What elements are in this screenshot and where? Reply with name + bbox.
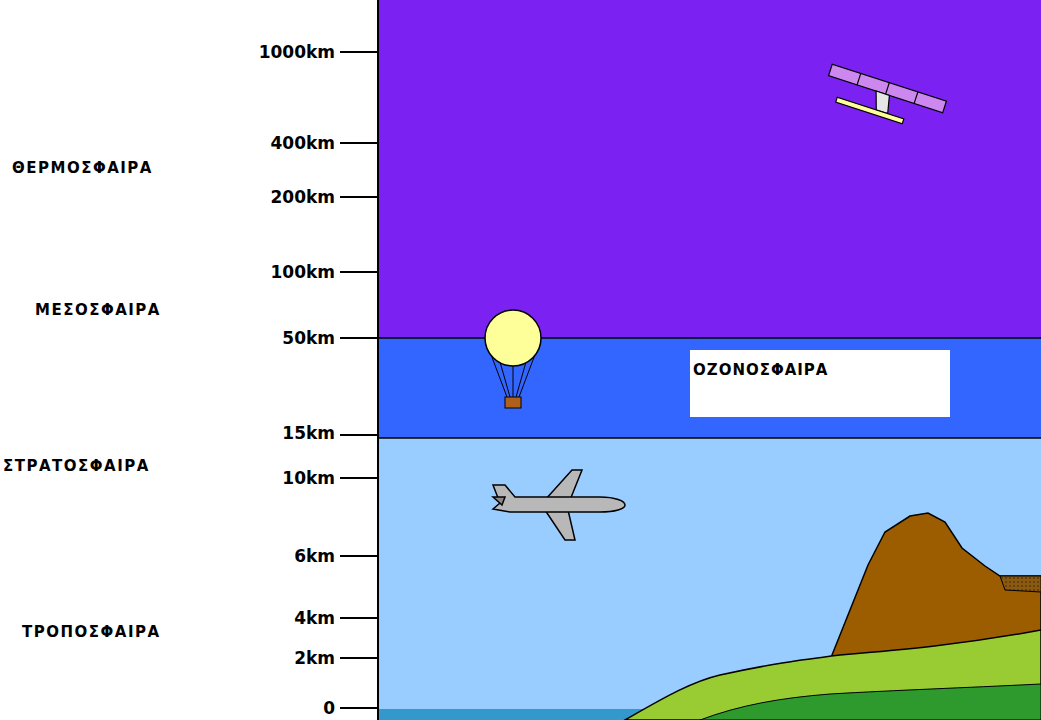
ozone-band	[378, 338, 1041, 438]
altitude-label: 15km	[282, 425, 335, 442]
band-border	[378, 437, 1041, 439]
altitude-label: 100km	[270, 264, 335, 281]
layer-name: ΘΕΡΜΟΣΦΑΙΡΑ	[12, 161, 153, 176]
troposphere-band	[378, 438, 1041, 720]
hills	[625, 630, 1041, 720]
altitude-label: 2km	[294, 650, 335, 667]
lowland	[700, 684, 1041, 720]
altitude-label: 4km	[294, 610, 335, 627]
airplane	[493, 470, 625, 540]
layer-name: ΤΡΟΠΟΣΦΑΙΡΑ	[22, 625, 161, 640]
altitude-label: 10km	[282, 470, 335, 487]
band-border	[378, 337, 1041, 339]
altitude-label: 0	[323, 700, 335, 717]
axis-line	[377, 0, 379, 720]
satellite	[821, 64, 946, 134]
altitude-label: 200km	[270, 189, 335, 206]
plateau	[1000, 576, 1041, 592]
altitude-label: 6km	[294, 548, 335, 565]
altitude-label: 400km	[270, 135, 335, 152]
altitude-label: 50km	[282, 330, 335, 347]
layer-name: ΣΤΡΑΤΟΣΦΑΙΡΑ	[3, 459, 150, 474]
thermosphere-band	[378, 0, 1041, 338]
layer-name: ΟΖΟΝΟΣΦΑΙΡΑ	[693, 363, 828, 378]
ozone-layer-box: ΟΖΟΝΟΣΦΑΙΡΑ	[690, 350, 950, 417]
weather-balloon	[485, 310, 541, 408]
layer-name: ΜΕΣΟΣΦΑΙΡΑ	[35, 303, 161, 318]
axis-ticks	[340, 52, 378, 708]
altitude-label: 1000km	[259, 44, 335, 61]
